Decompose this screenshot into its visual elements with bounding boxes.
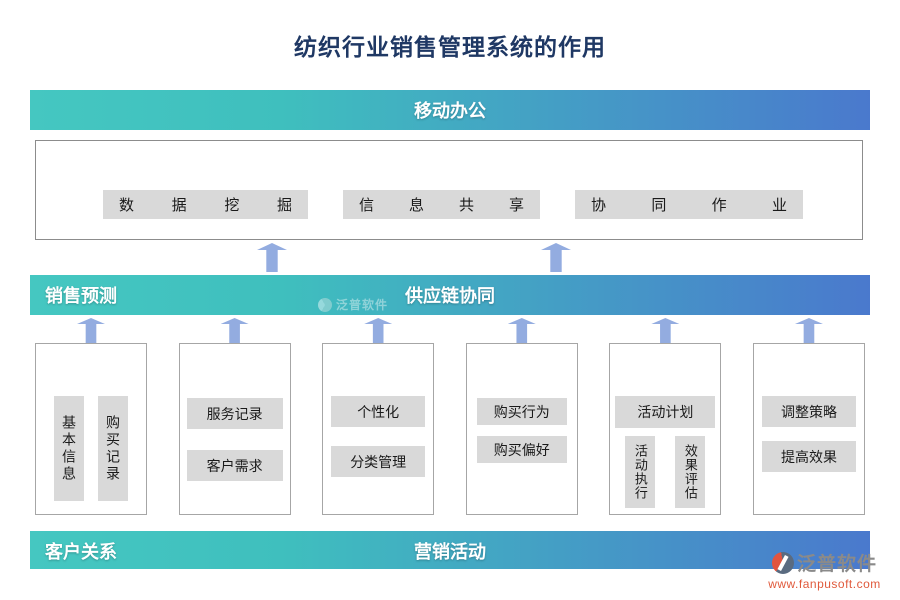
capability-label-row: 数据挖掘 信息共享 协同作业 bbox=[103, 190, 803, 219]
label-purchase-behavior: 购买行为 bbox=[476, 398, 567, 425]
banner-mobile-office-label: 移动办公 bbox=[414, 101, 486, 121]
column-campaign: 活动计划 活动执行 效果评估 bbox=[609, 343, 722, 515]
up-arrow-icon bbox=[77, 318, 105, 343]
banner-marketing-label: 营销活动 bbox=[414, 542, 486, 562]
column-strategy: 调整策略 提高效果 bbox=[752, 343, 865, 515]
page-title: 纺织行业销售管理系统的作用 bbox=[294, 35, 606, 60]
label-customer-needs: 客户需求 bbox=[186, 450, 283, 481]
banner-mobile-office: 移动办公 bbox=[30, 90, 870, 130]
column-service: 服务记录 客户需求 bbox=[178, 343, 291, 515]
banner-sales-forecast-label: 销售预测 bbox=[45, 286, 117, 306]
arrow-row bbox=[35, 318, 865, 343]
vendor-logo-icon bbox=[771, 551, 794, 574]
column-purchase-behavior: 购买行为 购买偏好 bbox=[465, 343, 578, 515]
up-arrow-icon bbox=[651, 318, 680, 343]
label-service-records: 服务记录 bbox=[186, 398, 283, 429]
banner-customer-relations-label: 客户关系 bbox=[45, 542, 117, 562]
label-campaign-execution: 活动执行 bbox=[625, 436, 656, 508]
label-adjust-strategy: 调整策略 bbox=[761, 396, 856, 427]
label-data-mining: 数据挖掘 bbox=[103, 190, 308, 219]
label-collaboration: 协同作业 bbox=[575, 190, 803, 219]
vendor-logo-url: www.fanpusoft.com bbox=[768, 577, 881, 591]
label-personalization: 个性化 bbox=[331, 396, 426, 427]
label-effect-evaluation: 效果评估 bbox=[675, 436, 706, 508]
banner-supply-chain: 销售预测 供应链协同 泛普软件 bbox=[30, 275, 870, 315]
up-arrow-icon bbox=[794, 318, 823, 343]
up-arrow-icon bbox=[257, 243, 287, 272]
banner-marketing: 客户关系 营销活动 bbox=[30, 531, 870, 569]
column-customer-info: 基本信息 购买记录 bbox=[35, 343, 147, 515]
vendor-logo: 泛普软件 www.fanpusoft.com bbox=[757, 549, 892, 591]
up-arrow-icon bbox=[507, 318, 536, 343]
label-purchase-preference: 购买偏好 bbox=[476, 436, 567, 463]
up-arrow-icon bbox=[364, 318, 393, 343]
capability-box: 数据挖掘 信息共享 协同作业 bbox=[35, 140, 863, 240]
banner-supply-chain-label: 供应链协同 bbox=[405, 286, 495, 306]
column-personalization: 个性化 分类管理 bbox=[322, 343, 435, 515]
vendor-logo-name: 泛普软件 bbox=[796, 554, 877, 575]
label-campaign-plan: 活动计划 bbox=[615, 396, 716, 428]
label-category-management: 分类管理 bbox=[331, 446, 426, 477]
content-columns: 基本信息 购买记录 服务记录 客户需求 个性化 分类管理 购买行为 购买偏好 活… bbox=[35, 343, 865, 515]
up-arrow-icon bbox=[541, 243, 571, 272]
label-info-sharing: 信息共享 bbox=[343, 190, 540, 219]
label-basic-info: 基本信息 bbox=[54, 396, 84, 501]
label-purchase-records: 购买记录 bbox=[98, 396, 128, 501]
up-arrow-icon bbox=[220, 318, 249, 343]
label-improve-effect: 提高效果 bbox=[761, 441, 856, 472]
